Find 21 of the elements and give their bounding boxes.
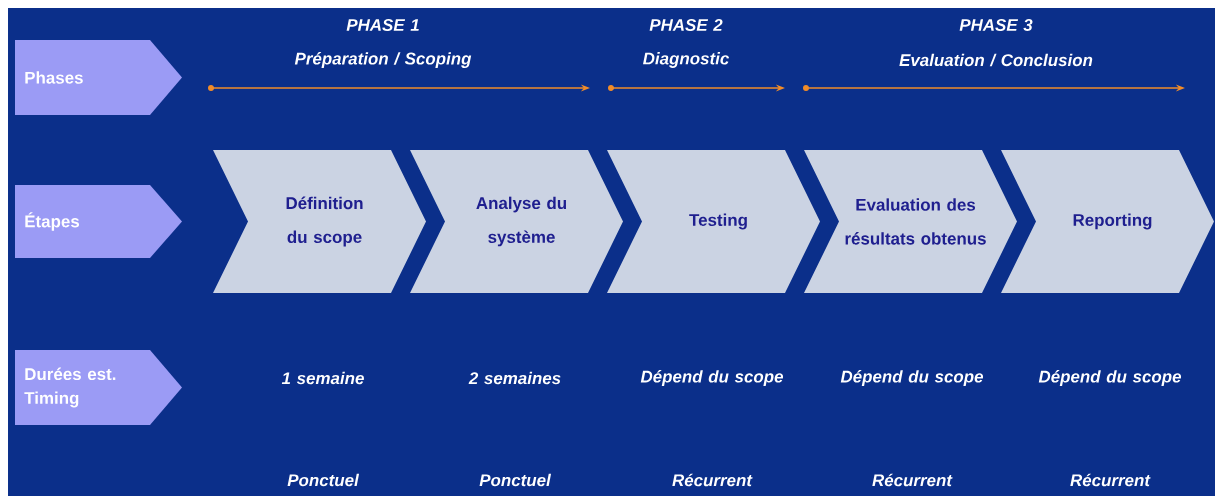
timing-label: Dépend du scope xyxy=(640,370,784,386)
timing-label: Ponctuel xyxy=(287,473,360,487)
chevron-step: Analyse du système xyxy=(410,150,623,293)
timing-label: 2 semaines xyxy=(468,371,561,385)
chevron-step: Reporting xyxy=(1001,150,1214,293)
phase-label: Evaluation / Conclusion xyxy=(899,53,1093,67)
timing-label: Récurrent xyxy=(1070,473,1151,487)
phase-label: Diagnostic xyxy=(643,52,730,68)
chevron-step: Définition du scope xyxy=(213,150,426,293)
chevron-step: Evaluation des résultats obtenus xyxy=(804,150,1017,293)
timing-label: Dépend du scope xyxy=(1038,370,1182,386)
phase-label: PHASE 1 xyxy=(346,19,419,31)
phase-label: PHASE 2 xyxy=(649,19,723,31)
phase-label: Préparation / Scoping xyxy=(294,52,472,68)
timing-label: Dépend du scope xyxy=(840,370,984,386)
timing-label: 1 semaine xyxy=(281,371,364,385)
phase-label: PHASE 3 xyxy=(959,19,1033,31)
timing-label: Récurrent xyxy=(672,473,753,487)
timing-label: Récurrent xyxy=(872,473,953,487)
chevron-step: Testing xyxy=(607,150,820,293)
timing-label: Ponctuel xyxy=(479,473,552,487)
